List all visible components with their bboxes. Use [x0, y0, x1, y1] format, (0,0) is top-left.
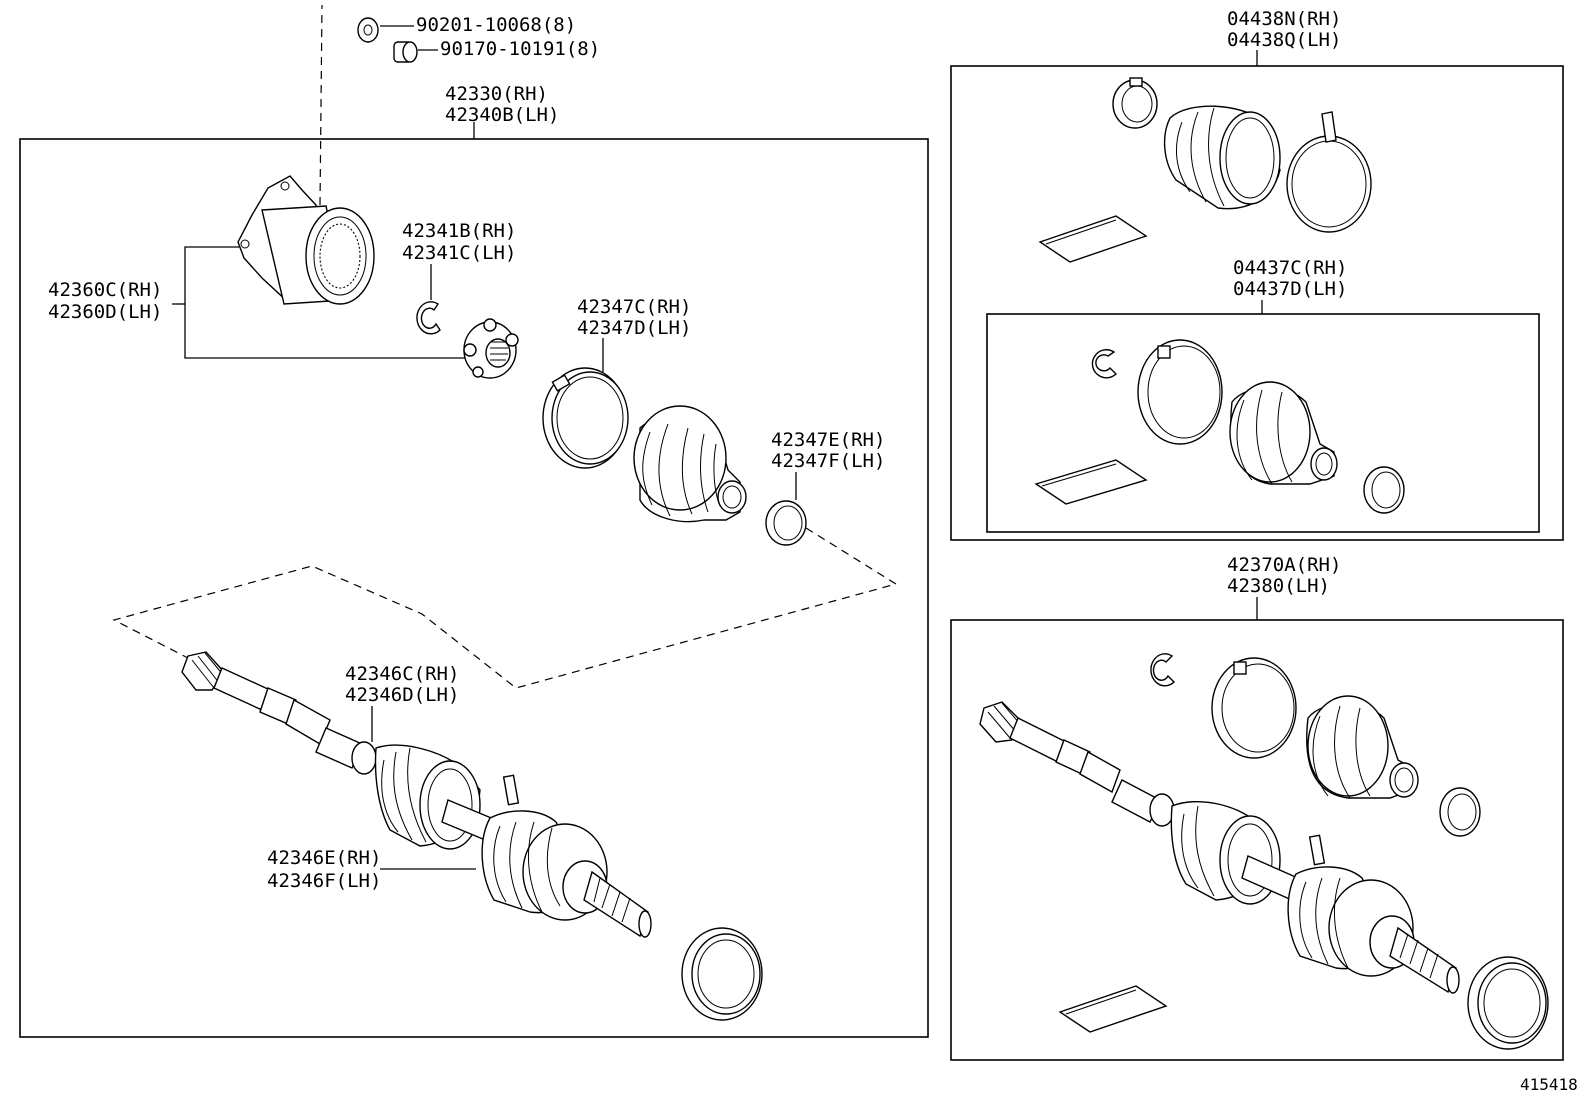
inner-kit-boot-icon[interactable]: [1229, 381, 1338, 485]
label-small-clamp-rh[interactable]: 42347E(RH): [771, 429, 885, 451]
shaft-kit-small-clamp-icon[interactable]: [1439, 787, 1481, 837]
figure-number: 415418: [1520, 1075, 1578, 1094]
shaft-assembly-box: [19, 138, 929, 1038]
label-small-clamp-lh[interactable]: 42347F(LH): [771, 450, 885, 472]
drive-shaft-icon[interactable]: [181, 651, 363, 769]
shaft-kit-dust-seal-icon[interactable]: [1467, 956, 1549, 1050]
outer-kit-clamp-icon[interactable]: [1112, 77, 1158, 129]
shaft-kit-box: [950, 619, 1564, 1061]
outer-boot-kit-box: [950, 65, 1564, 541]
label-shaft-kit-lh[interactable]: 42380(LH): [1227, 575, 1330, 597]
label-ring-lh[interactable]: 42341C(LH): [402, 242, 516, 264]
tripod-joint-icon[interactable]: [463, 318, 519, 379]
inner-joint-housing-icon[interactable]: [237, 175, 375, 305]
label-outer-joint-lh[interactable]: 42346F(LH): [267, 870, 381, 892]
inner-kit-clamp-icon[interactable]: [1137, 339, 1223, 445]
assembly-dashed-outline: [112, 527, 898, 689]
shaft-kit-clamp-icon[interactable]: [1211, 657, 1297, 759]
inner-kit-snap-ring-icon[interactable]: [1091, 349, 1118, 379]
large-boot-clamp-icon[interactable]: [542, 367, 629, 469]
inner-boot-kit-box: [986, 313, 1540, 533]
label-boot-kit-outer-rh[interactable]: 04438N(RH): [1227, 8, 1341, 30]
snap-ring-icon[interactable]: [416, 301, 441, 335]
outer-cv-joint-icon[interactable]: [481, 774, 652, 938]
inner-kit-small-clamp-icon[interactable]: [1363, 466, 1405, 514]
shaft-kit-drive-shaft-icon[interactable]: [979, 701, 1460, 994]
outer-kit-grease-pack-icon[interactable]: [1038, 215, 1148, 263]
label-shaft-assy-rh[interactable]: 42330(RH): [445, 83, 548, 105]
label-shaft-kit-rh[interactable]: 42370A(RH): [1227, 554, 1341, 576]
label-boot-kit-inner-rh[interactable]: 04437C(RH): [1233, 257, 1347, 279]
outer-kit-band-icon[interactable]: [1286, 111, 1372, 233]
label-nut-b[interactable]: 90170-10191(8): [440, 38, 600, 60]
housing-to-nut-dashed-line: [319, 4, 323, 206]
label-shaft-lh[interactable]: 42346D(LH): [345, 684, 459, 706]
shaft-kit-snap-ring-icon[interactable]: [1150, 653, 1175, 687]
label-boot-clamp-lh[interactable]: 42347D(LH): [577, 317, 691, 339]
label-nut-a[interactable]: 90201-10068(8): [416, 14, 576, 36]
shaft-kit-boot-icon[interactable]: [1306, 695, 1419, 799]
label-housing-lh[interactable]: 42360D(LH): [48, 301, 162, 323]
nut-icon[interactable]: [357, 17, 379, 43]
shaft-inner-boot-icon[interactable]: [351, 741, 521, 853]
shaft-kit-grease-pack-icon[interactable]: [1058, 985, 1168, 1033]
label-boot-kit-inner-lh[interactable]: 04437D(LH): [1233, 278, 1347, 300]
label-boot-clamp-rh[interactable]: 42347C(RH): [577, 296, 691, 318]
label-shaft-rh[interactable]: 42346C(RH): [345, 663, 459, 685]
inner-boot-icon[interactable]: [633, 405, 747, 523]
label-ring-rh[interactable]: 42341B(RH): [402, 220, 516, 242]
label-shaft-assy-lh[interactable]: 42340B(LH): [445, 104, 559, 126]
small-boot-clamp-icon[interactable]: [765, 500, 807, 546]
label-outer-joint-rh[interactable]: 42346E(RH): [267, 847, 381, 869]
label-housing-rh[interactable]: 42360C(RH): [48, 279, 162, 301]
collar-nut-icon[interactable]: [393, 41, 418, 63]
outer-kit-boot-icon[interactable]: [1163, 105, 1281, 210]
inner-kit-grease-pack-icon[interactable]: [1034, 459, 1148, 505]
dust-seal-ring-icon[interactable]: [681, 927, 763, 1021]
label-boot-kit-outer-lh[interactable]: 04438Q(LH): [1227, 29, 1341, 51]
